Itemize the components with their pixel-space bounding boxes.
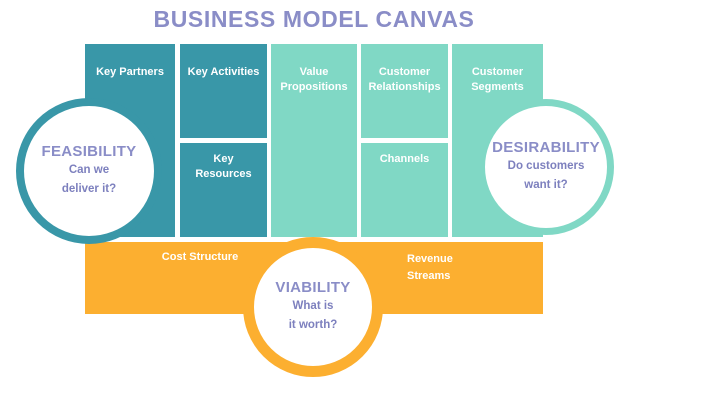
viability-line1: What is	[292, 300, 334, 312]
desirability-line2: want it?	[524, 179, 568, 191]
box-key-resources-label: Key Resources	[195, 153, 252, 180]
desirability-line1: Do customers	[507, 160, 585, 172]
box-key-activities: Key Activities	[180, 44, 267, 138]
feasibility-line2: deliver it?	[61, 183, 117, 195]
desirability-circle: DESIRABILITY Do customers want it?	[478, 99, 614, 235]
box-customer-segments-label: Customer Segments	[471, 66, 524, 93]
box-channels: Channels	[361, 143, 448, 237]
box-key-resources: Key Resources	[180, 143, 267, 237]
box-customer-relationships: Customer Relationships	[361, 44, 448, 138]
box-value-propositions-label: Value Propositions	[280, 66, 348, 93]
viability-line2: it worth?	[288, 319, 338, 331]
feasibility-title: FEASIBILITY	[41, 143, 137, 160]
box-value-propositions: Value Propositions	[271, 44, 357, 237]
viability-title: VIABILITY	[275, 279, 351, 296]
page-title: BUSINESS MODEL CANVAS	[153, 6, 475, 32]
box-channels-label: Channels	[379, 153, 430, 165]
feasibility-line1: Can we	[68, 164, 110, 176]
viability-circle: VIABILITY What is it worth?	[243, 237, 383, 377]
cost-structure-label: Cost Structure	[161, 251, 239, 263]
revenue-streams-label: Revenue Streams	[407, 253, 453, 282]
box-customer-relationships-label: Customer Relationships	[368, 66, 441, 93]
box-key-partners-label: Key Partners	[96, 66, 164, 78]
box-key-activities-label: Key Activities	[187, 66, 260, 78]
desirability-title: DESIRABILITY	[492, 139, 600, 156]
feasibility-circle: FEASIBILITY Can we deliver it?	[16, 98, 162, 244]
